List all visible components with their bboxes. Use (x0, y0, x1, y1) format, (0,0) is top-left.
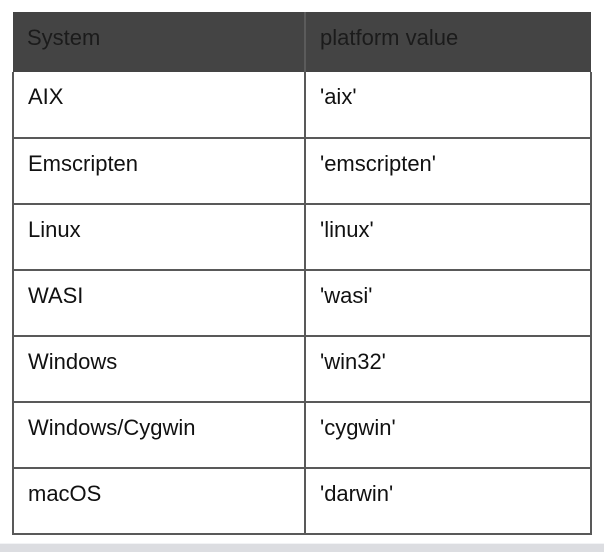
table-row: AIX 'aix' (12, 72, 592, 139)
column-header-system[interactable]: System (13, 12, 306, 72)
platform-table: System platform value AIX 'aix' Emscript… (12, 12, 592, 535)
table-header-row: System platform value (13, 12, 591, 72)
table-row: WASI 'wasi' (12, 269, 592, 337)
cell-platform-value: 'cygwin' (304, 401, 592, 469)
table-header: System platform value (13, 12, 591, 72)
horizontal-scrollbar[interactable] (0, 543, 604, 552)
cell-platform-value: 'darwin' (304, 467, 592, 535)
cell-platform-value: 'wasi' (304, 269, 592, 337)
table-row: Windows/Cygwin 'cygwin' (12, 401, 592, 469)
cell-system: Windows/Cygwin (12, 401, 306, 469)
cell-system: WASI (12, 269, 306, 337)
cell-system: macOS (12, 467, 306, 535)
column-header-platform-value[interactable]: platform value (305, 12, 591, 72)
table-row: macOS 'darwin' (12, 467, 592, 535)
cell-system: Linux (12, 203, 306, 271)
cell-system: Windows (12, 335, 306, 403)
table-row: Windows 'win32' (12, 335, 592, 403)
cell-platform-value: 'linux' (304, 203, 592, 271)
table-row: Linux 'linux' (12, 203, 592, 271)
platform-table-container: System platform value AIX 'aix' Emscript… (12, 12, 592, 535)
cell-system: AIX (12, 72, 306, 139)
table-body: AIX 'aix' Emscripten 'emscripten' Linux … (12, 72, 592, 535)
cell-platform-value: 'aix' (304, 72, 592, 139)
table-row: Emscripten 'emscripten' (12, 137, 592, 205)
cell-platform-value: 'emscripten' (304, 137, 592, 205)
cell-system: Emscripten (12, 137, 306, 205)
cell-platform-value: 'win32' (304, 335, 592, 403)
